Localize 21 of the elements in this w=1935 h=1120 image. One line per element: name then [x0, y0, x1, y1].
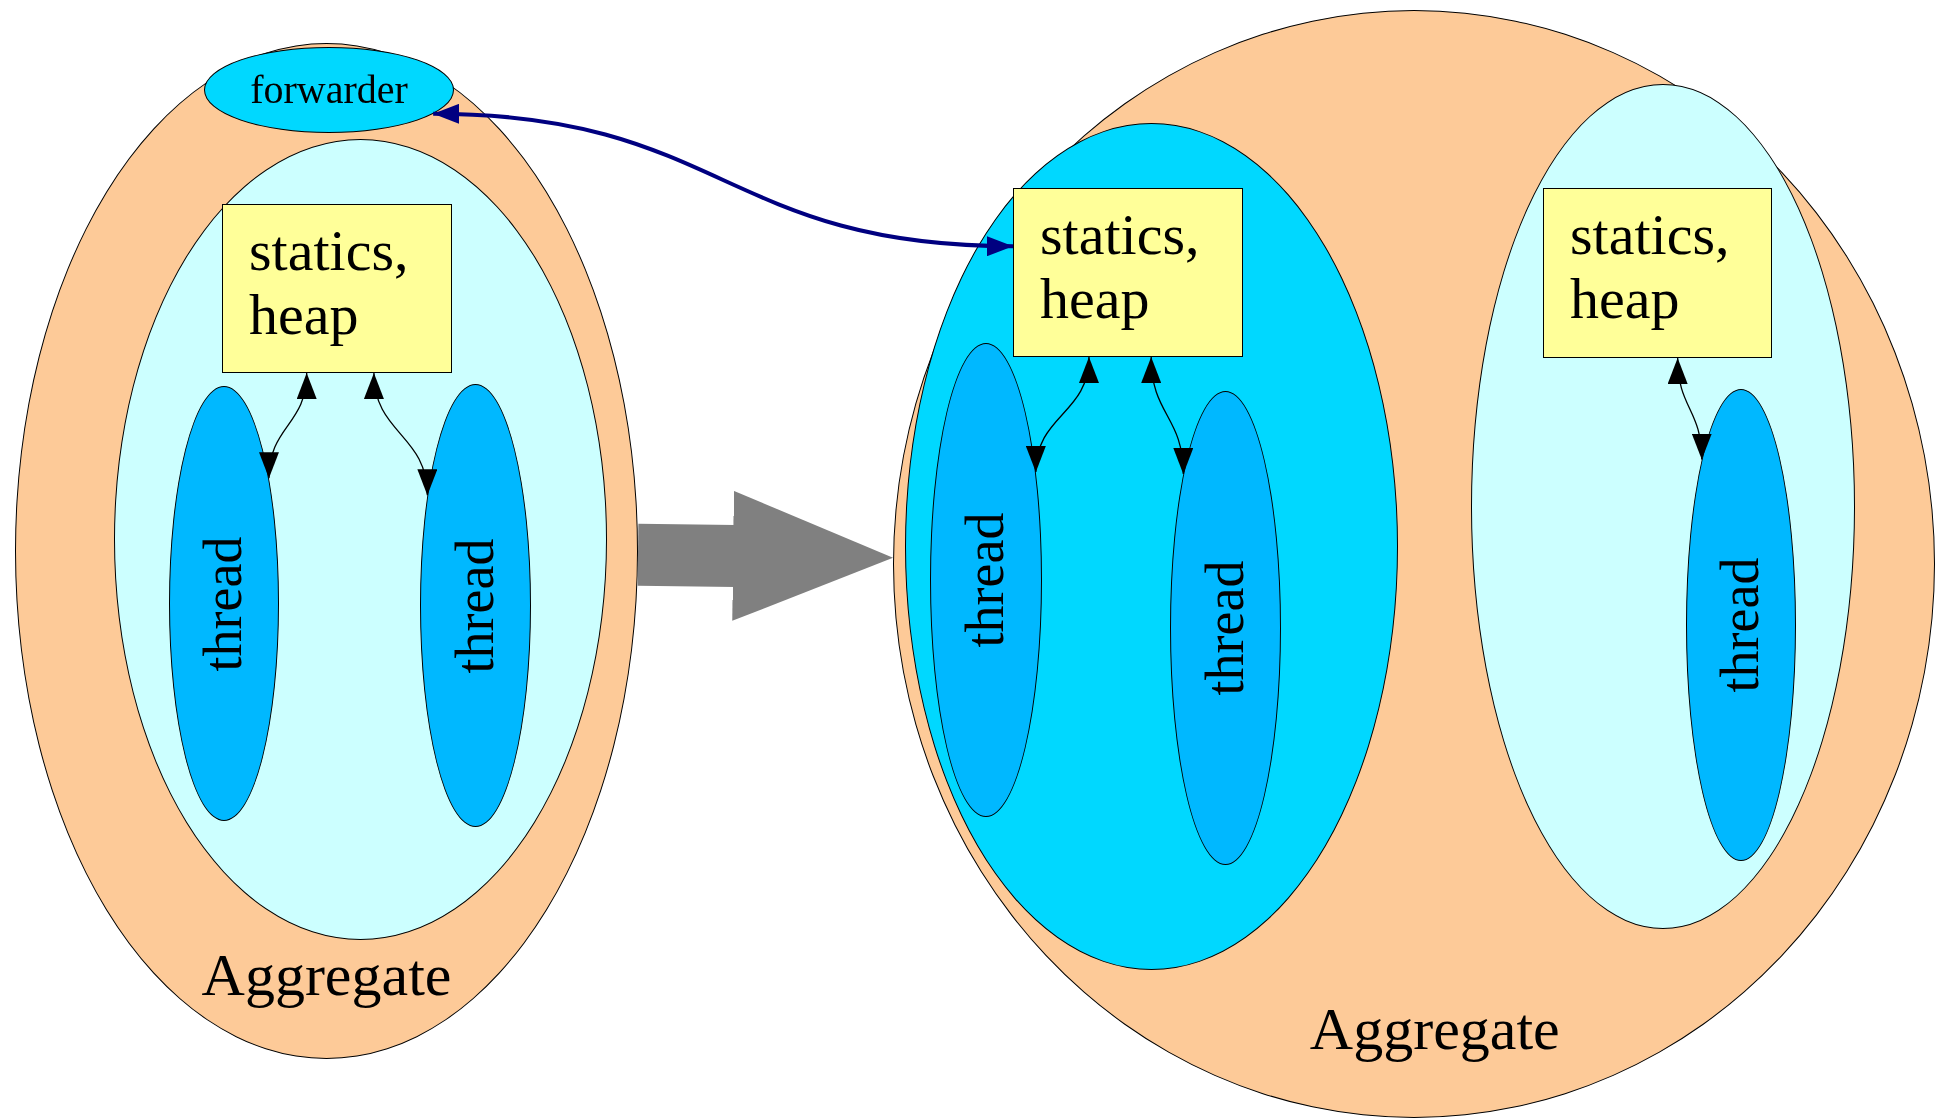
label: forwarder [250, 68, 408, 112]
memory-box [222, 204, 452, 373]
label: statics, heap [1570, 203, 1731, 331]
label: statics, heap [1040, 203, 1201, 331]
memory-box [1013, 188, 1243, 357]
label: thread [1195, 560, 1256, 696]
arrow [433, 104, 1014, 256]
label: Aggregate [201, 942, 452, 1008]
label: thread [194, 536, 254, 671]
label: Aggregate [1309, 996, 1560, 1062]
arrow [1668, 357, 1711, 461]
label: thread [445, 538, 506, 673]
arrow [1027, 356, 1097, 473]
arrow [365, 372, 436, 496]
block-arrow [637, 490, 894, 621]
arrow [1142, 356, 1193, 475]
label: thread [1711, 557, 1771, 693]
arrow [260, 372, 316, 479]
label: statics, heap [249, 219, 410, 347]
memory-box [1543, 188, 1772, 358]
label: thread [956, 512, 1016, 648]
